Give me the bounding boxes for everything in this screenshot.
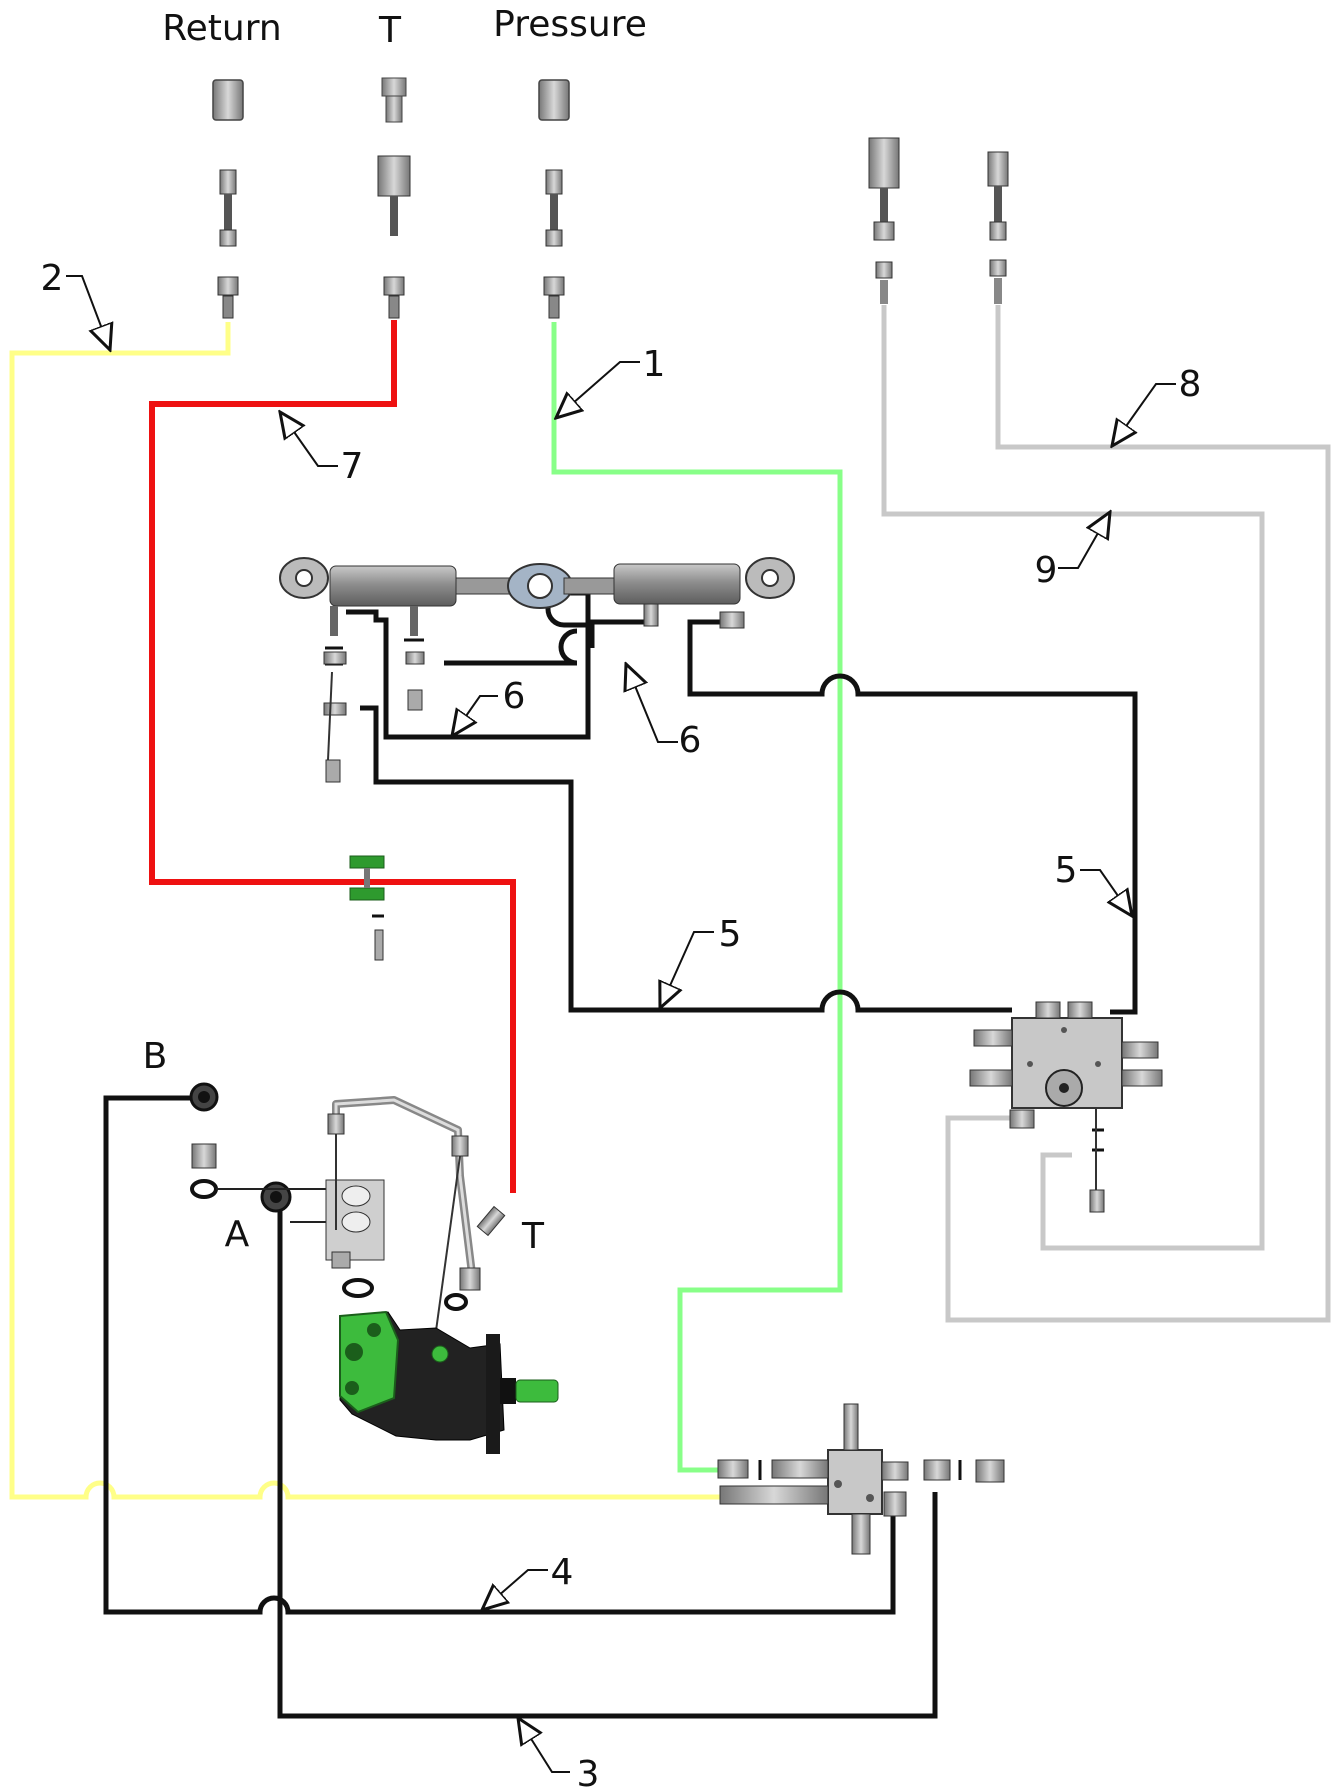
valve-block-small <box>325 1179 385 1298</box>
hose-line-9 <box>881 305 1265 1251</box>
cylinder-fittings <box>323 606 425 783</box>
callout-5-upper: 5 <box>1055 850 1078 891</box>
steering-cylinder <box>279 557 795 629</box>
callout-leaders <box>66 275 1176 1773</box>
hose-line-4 <box>103 1095 896 1615</box>
callout-3: 3 <box>577 1754 600 1787</box>
hose-line-8 <box>945 305 1331 1323</box>
callout-7: 7 <box>341 446 364 487</box>
hose-line-5a <box>687 619 1138 1015</box>
motor-tank-label: T <box>521 1216 545 1257</box>
pressure-coupling <box>538 79 570 319</box>
pressure-label: Pressure <box>493 4 647 45</box>
hydraulic-motor <box>339 1310 559 1454</box>
port-a-label: A <box>225 1214 250 1255</box>
port-b-label: B <box>143 1036 168 1077</box>
return-coupling <box>212 79 244 319</box>
callout-4: 4 <box>551 1552 574 1593</box>
hose-line-6b <box>444 628 578 666</box>
callout-2: 2 <box>41 258 64 299</box>
callout-5-lower: 5 <box>719 914 742 955</box>
grey-coupling-8 <box>868 137 900 304</box>
tank-hose-line-7 <box>149 320 516 1193</box>
callout-8: 8 <box>1179 364 1202 405</box>
tank-coupling <box>377 77 411 319</box>
return-label: Return <box>162 8 281 49</box>
priority-valve <box>717 1403 1005 1555</box>
callout-1: 1 <box>643 344 666 385</box>
tank-label: T <box>378 10 402 51</box>
green-bracket <box>349 855 385 961</box>
callout-6-right: 6 <box>679 720 702 761</box>
grey-coupling-9 <box>987 151 1009 304</box>
callout-6-left: 6 <box>503 676 526 717</box>
pressure-hose-line-1 <box>551 322 843 1473</box>
hose-line-6c <box>589 619 647 648</box>
hose-line-5b <box>360 705 1012 1013</box>
port-fittings-ab <box>189 1082 360 1223</box>
directional-valve <box>969 1001 1163 1213</box>
callout-9: 9 <box>1035 550 1058 591</box>
motor-pipe <box>327 1096 478 1361</box>
motor-tank-fitting <box>444 1205 506 1311</box>
